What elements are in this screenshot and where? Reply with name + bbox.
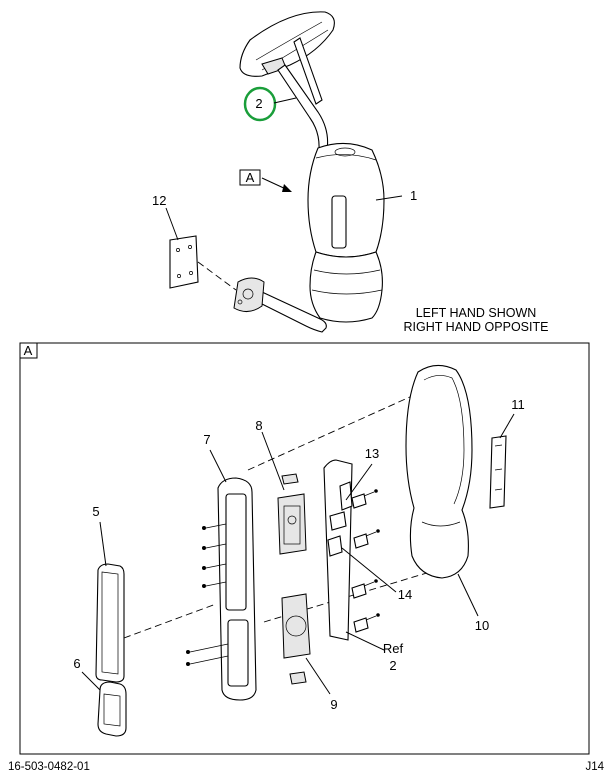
callout-7: 7 — [203, 432, 210, 447]
callout-8: 8 — [255, 418, 262, 433]
callout-1: 1 — [410, 188, 417, 203]
view-a-label: A — [246, 170, 255, 185]
callout-10: 10 — [475, 618, 489, 633]
mirror-glass-5 — [95, 563, 125, 683]
mount-post — [323, 459, 380, 641]
upper-leader-lines — [165, 97, 403, 241]
motor-plate-9 — [281, 593, 311, 685]
callout-ref-2: 2 — [389, 658, 396, 673]
page-code: J14 — [585, 761, 604, 773]
callout-6: 6 — [73, 656, 80, 671]
view-a-box — [239, 169, 261, 186]
callout-2: 2 — [255, 96, 262, 111]
note-line-2: RIGHT HAND OPPOSITE — [404, 320, 549, 334]
motor-plate-8 — [277, 473, 307, 555]
detail-a-tag — [19, 342, 38, 359]
callout-14: 14 — [398, 587, 412, 602]
callout-11: 11 — [511, 397, 525, 412]
callout-12: 12 — [152, 193, 166, 208]
mirror-assembly-upper — [169, 11, 385, 333]
detail-a-label: A — [24, 343, 33, 358]
detail-leader-lines — [81, 413, 515, 695]
lens-11 — [489, 435, 507, 509]
callout-13: 13 — [365, 446, 379, 461]
detail-a-frame — [19, 342, 590, 755]
callout-9: 9 — [330, 697, 337, 712]
projection-lines — [123, 395, 431, 639]
callout-5: 5 — [92, 504, 99, 519]
mirror-glass-6 — [97, 681, 127, 737]
callout-ref-label: Ref — [383, 641, 404, 656]
note-line-1: LEFT HAND SHOWN — [416, 306, 537, 320]
drawing-number: 16-503-0482-01 — [8, 761, 90, 773]
mirror-cover-10 — [405, 364, 473, 579]
highlight-circle — [243, 86, 277, 122]
frame-7 — [186, 477, 257, 701]
